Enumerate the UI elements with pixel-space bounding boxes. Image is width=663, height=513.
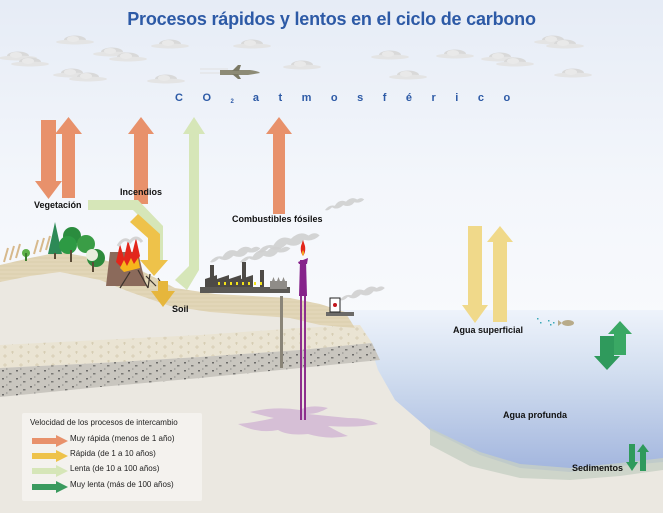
ocean-release-arrow [487, 226, 513, 322]
stratum-layer-rock [0, 343, 380, 397]
label-sediments: Sedimentos [572, 463, 624, 473]
litter-to-soil-arrow [151, 281, 175, 307]
label-fires: Incendios [120, 187, 163, 197]
vegetation-absorption-arrow [35, 120, 62, 199]
vineyard [3, 235, 51, 263]
co2-suffix: atmosférico [252, 92, 530, 104]
atmospheric-co2-label: CO2atmosférico [175, 92, 530, 105]
label-soil: Soil [172, 304, 189, 314]
ocean-absorption-arrow [462, 226, 488, 323]
legend-item-fast: Rápida (de 1 a 10 años) [32, 449, 156, 462]
legend-label-very-fast: Muy rápida (menos de 1 año) [70, 434, 175, 443]
legend-arrow-slow-icon [32, 465, 68, 477]
deep-water-up-arrow [608, 321, 632, 355]
co2-subscript: 2 [230, 99, 253, 105]
label-fossil-fuels: Combustibles fósiles [232, 214, 323, 224]
co2-prefix: CO [175, 92, 231, 104]
label-surface-water: Agua superficial [453, 325, 524, 335]
vegetation-respiration-arrow [55, 117, 82, 198]
legend-arrow-very-fast-icon [32, 435, 68, 447]
diagram-title: Procesos rápidos y lentos en el ciclo de… [127, 9, 536, 29]
legend-arrow-fast-icon [32, 450, 68, 462]
oil-well-pipe [300, 296, 302, 420]
pump-jack [326, 297, 354, 316]
soil-respiration-arrow [175, 117, 205, 290]
legend-label-slow: Lenta (de 10 a 100 años) [70, 464, 160, 473]
label-deep-water: Agua profunda [503, 410, 567, 420]
sediment-down-arrow [626, 444, 638, 471]
forest-fire [106, 236, 165, 289]
label-vegetation: Vegetación [34, 200, 82, 210]
sediment-layer [430, 428, 663, 480]
legend-title: Velocidad de los procesos de intercambio [30, 418, 178, 427]
fire-emission-arrow [128, 117, 154, 204]
legend-item-very-fast: Muy rápida (menos de 1 año) [32, 434, 175, 447]
vegetation-to-soil-arrow [88, 200, 163, 260]
fish-icon [558, 320, 574, 326]
bubbles [537, 318, 555, 326]
oil-reservoir [238, 406, 378, 438]
deep-water-down-arrow [594, 336, 620, 370]
sediment-up-arrow [637, 444, 649, 471]
forest [48, 222, 105, 272]
gas-well-pipe [280, 296, 283, 368]
legend-label-very-slow: Muy lenta (más de 100 años) [70, 480, 174, 489]
legend-item-very-slow: Muy lenta (más de 100 años) [32, 480, 174, 493]
airplane-icon [200, 65, 260, 79]
legend: Velocidad de los procesos de intercambio… [22, 413, 202, 501]
oil-flare-stack [298, 240, 308, 296]
legend-arrow-very-slow-icon [32, 481, 68, 493]
fossil-fuel-emission-arrow [266, 117, 292, 214]
topsoil [0, 252, 355, 328]
legend-label-fast: Rápida (de 1 a 10 años) [70, 449, 156, 458]
legend-item-slow: Lenta (de 10 a 100 años) [32, 464, 159, 477]
stratum-layer-upper [0, 325, 372, 368]
factory [200, 198, 385, 301]
